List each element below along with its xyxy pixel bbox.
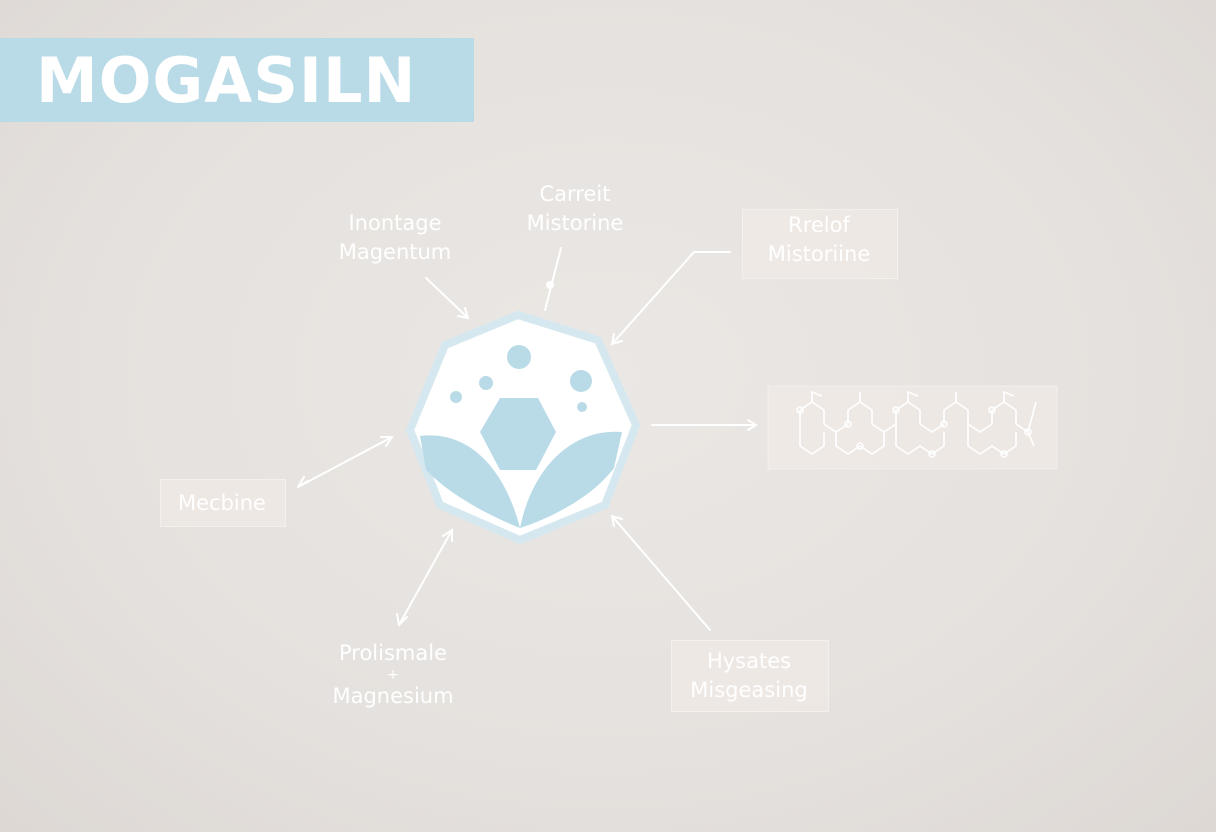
node-label-left-line1: Mecbine	[178, 491, 266, 515]
node-box-bottom-right	[671, 640, 829, 712]
node-label-bottom-right-line1: Hysates	[706, 649, 792, 673]
arrow-left	[297, 436, 394, 488]
node-box-left	[160, 479, 286, 527]
central-hub-icon	[405, 310, 641, 545]
node-label-top-right: Rrelof Mistoriine	[742, 211, 896, 269]
node-label-left: Mecbine	[160, 489, 284, 518]
page-title: MOGASILN	[36, 44, 417, 117]
node-label-bottom-left-plus: +	[387, 667, 399, 683]
node-label-top-right-line2: Mistoriine	[767, 242, 871, 266]
node-label-top-right-line1: Rrelof	[788, 213, 850, 237]
node-label-top-center: Carreit Mistorine	[510, 180, 640, 238]
node-label-bottom-left-line1: Prolismale	[338, 641, 447, 665]
arrow-bottom-left	[396, 528, 453, 628]
node-label-top-center-line2: Mistorine	[526, 211, 624, 235]
node-label-bottom-right-line2: Misgeasing	[690, 678, 808, 702]
node-label-top-left-line2: Magentum	[338, 240, 452, 264]
node-box-top-right	[742, 209, 898, 279]
node-label-bottom-left-line2: Magnesium	[332, 684, 454, 708]
arrow-top-center	[544, 247, 562, 311]
node-label-top-left: Inontage Magentum	[322, 209, 468, 267]
node-label-top-center-line1: Carreit	[539, 182, 611, 206]
node-label-bottom-left: Prolismale + Magnesium	[316, 639, 470, 711]
arrow-top-left	[425, 277, 470, 320]
molecule-box	[767, 385, 1058, 470]
arrow-bottom-right	[610, 514, 711, 631]
node-label-bottom-right: Hysates Misgeasing	[671, 647, 827, 705]
title-banner	[0, 38, 474, 122]
node-label-top-left-line1: Inontage	[348, 211, 442, 235]
arrow-top-right	[610, 251, 731, 346]
arrow-right	[651, 419, 758, 431]
molecule-structure-icon	[796, 390, 1037, 458]
